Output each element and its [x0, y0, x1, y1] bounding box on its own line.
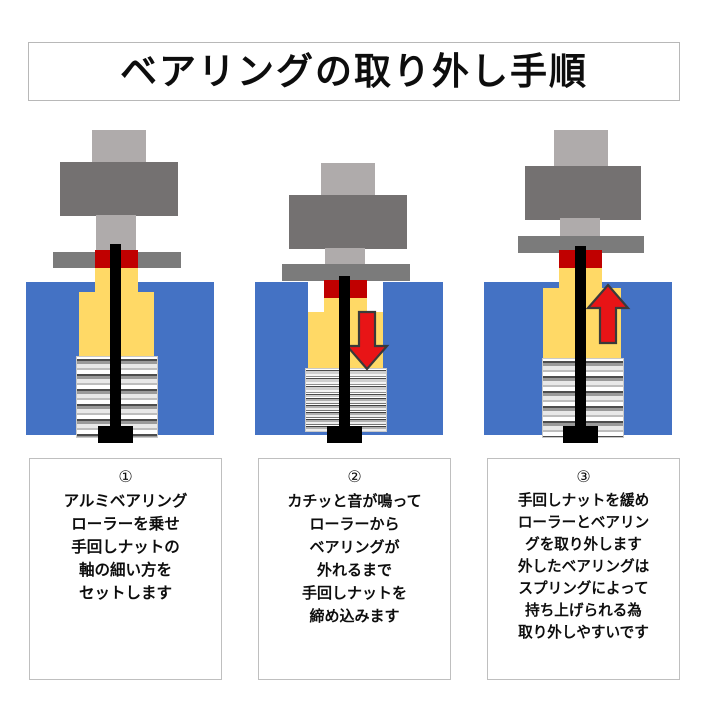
title-banner: ベアリングの取り外し手順 — [28, 42, 680, 101]
caption-line: 軸の細い方を — [78, 562, 172, 579]
diagram-3-stage — [474, 130, 696, 450]
caption-line: 締め込みます — [309, 608, 400, 625]
caption-line: 手回しナットを緩め — [517, 493, 650, 509]
caption-line: 外れるまで — [316, 562, 392, 579]
diagram-step-2 — [245, 130, 467, 450]
bolt-head-2 — [327, 426, 362, 443]
page-title: ベアリングの取り外し手順 — [120, 51, 588, 92]
nut-upper-shaft-1 — [92, 130, 146, 164]
arrow-down-icon — [344, 310, 390, 371]
caption-line: ローラーを乗せ — [71, 516, 180, 533]
gap-right-2 — [365, 282, 383, 312]
caption-line: 取り外しやすいです — [518, 625, 649, 641]
hand-nut-body-2 — [289, 195, 407, 249]
step-number-2: ② — [347, 469, 362, 486]
caption-line: カチッと音が鳴って — [287, 493, 422, 510]
caption-line: セットします — [78, 585, 172, 602]
step-number-3: ③ — [576, 469, 591, 486]
caption-step-2: ② カチッと音が鳴って ローラーから ベアリングが 外れるまで 手回しナットを … — [258, 458, 451, 680]
gap-left-2 — [308, 282, 325, 312]
caption-line: グを取り外します — [525, 537, 642, 553]
washer-plate-2 — [282, 264, 410, 281]
diagram-step-1 — [16, 130, 238, 450]
caption-line: 手回しナットの — [71, 539, 180, 556]
caption-lines-3: 手回しナットを緩め ローラーとベアリン グを取り外します 外したベアリングは ス… — [488, 490, 679, 644]
caption-line: ローラーから — [309, 516, 400, 533]
hand-nut-body-3 — [525, 166, 641, 220]
caption-line: 手回しナットを — [301, 585, 407, 602]
caption-step-3: ③ 手回しナットを緩め ローラーとベアリン グを取り外します 外したベアリングは… — [487, 458, 680, 680]
caption-line: アルミベアリング — [63, 493, 188, 510]
nut-upper-shaft-3 — [554, 130, 608, 168]
caption-line: 持ち上げられる為 — [525, 603, 642, 619]
bolt-shaft-3 — [575, 246, 586, 430]
hand-nut-body-1 — [60, 162, 178, 216]
bolt-head-3 — [563, 426, 598, 443]
arrow-up-icon — [585, 283, 631, 345]
caption-line: ローラーとベアリン — [517, 515, 650, 531]
caption-line: 外したベアリングは — [517, 559, 650, 575]
caption-line: スプリングによって — [518, 581, 649, 597]
step-number-1: ① — [118, 469, 133, 486]
washer-plate-3 — [518, 236, 644, 253]
bolt-shaft-2 — [339, 276, 350, 430]
nut-upper-shaft-2 — [321, 163, 375, 197]
diagram-1-stage — [16, 130, 238, 450]
caption-lines-2: カチッと音が鳴って ローラーから ベアリングが 外れるまで 手回しナットを 締め… — [259, 490, 450, 628]
caption-line: ベアリングが — [309, 539, 400, 556]
bolt-head-1 — [98, 426, 133, 443]
diagram-step-3 — [474, 130, 696, 450]
bolt-shaft-1 — [110, 244, 121, 430]
caption-lines-1: アルミベアリング ローラーを乗せ 手回しナットの 軸の細い方を セットします — [30, 490, 221, 605]
caption-step-1: ① アルミベアリング ローラーを乗せ 手回しナットの 軸の細い方を セットします — [29, 458, 222, 680]
diagram-2-stage — [245, 130, 467, 450]
